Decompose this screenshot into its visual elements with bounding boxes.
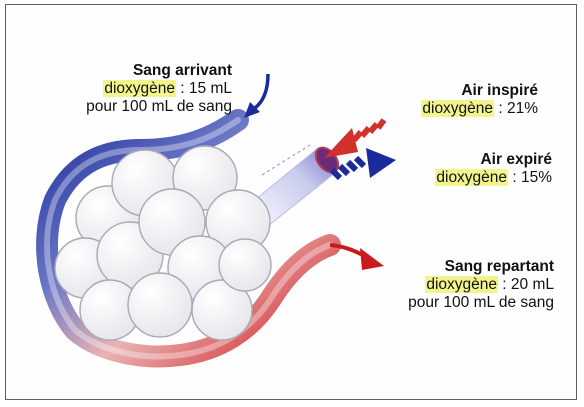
outgoing-title: Sang repartant <box>444 258 554 275</box>
incoming-title: Sang arrivant <box>132 62 232 79</box>
expired-air-label: Air expiré dioxygène : 15% <box>380 151 552 187</box>
outgoing-blood-label: Sang repartant dioxygène : 20 mL pour 10… <box>372 258 554 312</box>
incoming-o2-value: : 15 mL <box>176 80 232 97</box>
incoming-blood-arrow <box>251 73 270 112</box>
incoming-blood-label: Sang arrivant dioxygène : 15 mL pour 100… <box>60 62 232 116</box>
expired-o2-value: : 15% <box>508 169 552 186</box>
inspired-o2-value: : 21% <box>494 100 538 117</box>
incoming-o2-label: dioxygène <box>103 80 176 97</box>
expired-air-arrow <box>329 155 367 181</box>
expired-o2-label: dioxygène <box>435 169 509 186</box>
outgoing-per: pour 100 mL de sang <box>408 294 554 311</box>
inspired-air-label: Air inspiré dioxygène : 21% <box>360 82 538 118</box>
outgoing-o2-value: : 20 mL <box>498 276 554 293</box>
expired-title: Air expiré <box>480 151 552 168</box>
outgoing-o2-label: dioxygène <box>425 276 498 293</box>
incoming-per: pour 100 mL de sang <box>86 98 232 115</box>
inspired-o2-label: dioxygène <box>421 100 495 117</box>
alveoli-cluster <box>54 145 272 341</box>
inspired-title: Air inspiré <box>461 82 538 99</box>
